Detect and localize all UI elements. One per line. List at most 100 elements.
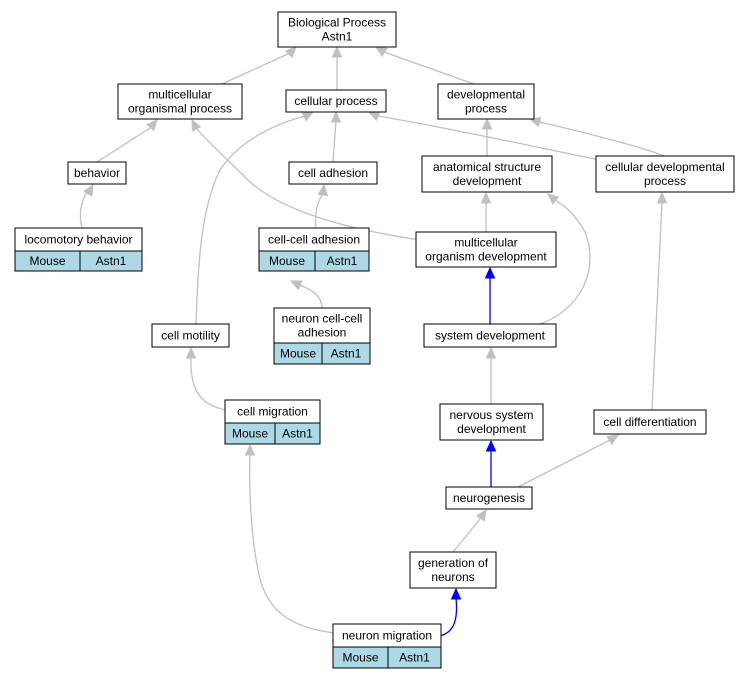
node-neurogenesis[interactable]: neurogenesis: [445, 486, 533, 510]
edge-gon-to-neuro: [452, 508, 487, 553]
edge-ca-to-cp: [330, 110, 342, 163]
gene-label: Astn1: [399, 651, 430, 665]
node-cellular-process[interactable]: cellular process: [285, 89, 387, 113]
node-label-line: system development: [435, 329, 546, 343]
node-label-line: organism development: [425, 250, 547, 264]
nodes: Biological ProcessAstn1multicellularorga…: [14, 11, 735, 669]
node-box: [595, 155, 735, 193]
edge-asd-to-dp: [481, 117, 493, 156]
node-label-line: locomotory behavior: [24, 233, 132, 247]
gene-label: Astn1: [331, 347, 362, 361]
node-cell-motility[interactable]: cell motility: [151, 323, 230, 348]
node-label-line: process: [644, 174, 686, 188]
edge-cmig-to-cm: [185, 346, 227, 411]
edge-cca-to-ca: [314, 183, 329, 229]
node-label-line: multicellular: [148, 88, 211, 102]
node-box: [421, 155, 553, 193]
node-label-line: cell motility: [161, 329, 220, 343]
node-label-line: neurons: [431, 570, 474, 584]
node-box: [117, 83, 243, 120]
edge-behavior-to-mop: [96, 119, 158, 163]
gene-cell: [274, 422, 321, 445]
species-label: Mouse: [29, 254, 65, 268]
node-label-line: generation of: [418, 556, 489, 570]
edge-dp-to-bp: [374, 46, 475, 85]
node-label-line: nervous system: [449, 408, 533, 422]
node-label-line: adhesion: [298, 326, 347, 340]
node-label-line: cellular developmental: [605, 160, 724, 174]
node-label-line: organismal process: [128, 102, 232, 116]
edge-ncca-to-cca: [289, 280, 323, 309]
node-box: [409, 551, 497, 589]
node-box: [423, 323, 557, 348]
gene-label: Astn1: [327, 254, 358, 268]
gene-cell: [387, 646, 442, 669]
node-label-line: behavior: [74, 166, 120, 180]
node-label-line: cell differentiation: [603, 415, 696, 429]
species-label: Mouse: [342, 651, 378, 665]
gene-label: Astn1: [282, 427, 313, 441]
node-box: [445, 486, 533, 510]
node-label-line: anatomical structure: [433, 160, 541, 174]
edge-mod-to-asd: [480, 191, 492, 232]
node-box: [285, 89, 387, 113]
edge-cd-to-cdp: [651, 191, 668, 411]
node-cell-differentiation[interactable]: cell differentiation: [593, 409, 707, 435]
edge-sd-to-mod: [484, 266, 496, 324]
node-label-line: cellular process: [294, 94, 377, 108]
node-label-line: Biological Process: [288, 16, 386, 30]
node-label-line: process: [465, 102, 507, 116]
gene-cell: [314, 250, 370, 272]
node-label-line: multicellular: [454, 236, 517, 250]
edge-cdp-to-dp: [528, 116, 665, 157]
node-label-line: cell migration: [237, 405, 308, 419]
node-box: [277, 11, 397, 48]
node-box: [67, 161, 127, 185]
edge-neuro-to-nsd: [485, 439, 497, 487]
node-label-line: Astn1: [322, 30, 353, 44]
node-label-line: cell-cell adhesion: [268, 233, 360, 247]
node-cell-adhesion[interactable]: cell adhesion: [288, 161, 378, 185]
node-label-line: developmental: [447, 88, 525, 102]
node-box: [151, 323, 230, 348]
node-box: [439, 403, 544, 441]
node-label-line: neuron migration: [342, 629, 432, 643]
edge-cm-to-cp: [195, 111, 315, 325]
node-box: [288, 161, 378, 185]
edge-nsd-to-sd: [485, 346, 497, 404]
node-box: [593, 409, 707, 435]
edge-lb-to-behavior: [79, 183, 94, 229]
edge-nm-to-gon: [439, 587, 462, 637]
node-box: [415, 231, 557, 268]
node-label-line: neurogenesis: [453, 491, 525, 505]
gene-cell: [79, 250, 143, 272]
node-system-development[interactable]: system development: [423, 323, 557, 348]
edge-neuro-to-cd: [517, 434, 620, 488]
gene-cell: [321, 342, 371, 365]
edge-sd-to-asd: [539, 193, 591, 325]
node-label-line: development: [453, 174, 522, 188]
species-label: Mouse: [269, 254, 305, 268]
gene-label: Astn1: [96, 254, 127, 268]
node-box: [437, 83, 535, 120]
edge-nm-to-cmig: [244, 443, 336, 634]
node-behavior[interactable]: behavior: [67, 161, 127, 185]
species-label: Mouse: [232, 427, 268, 441]
species-label: Mouse: [280, 347, 316, 361]
node-label-line: development: [457, 422, 526, 436]
node-label-line: cell adhesion: [298, 166, 368, 180]
